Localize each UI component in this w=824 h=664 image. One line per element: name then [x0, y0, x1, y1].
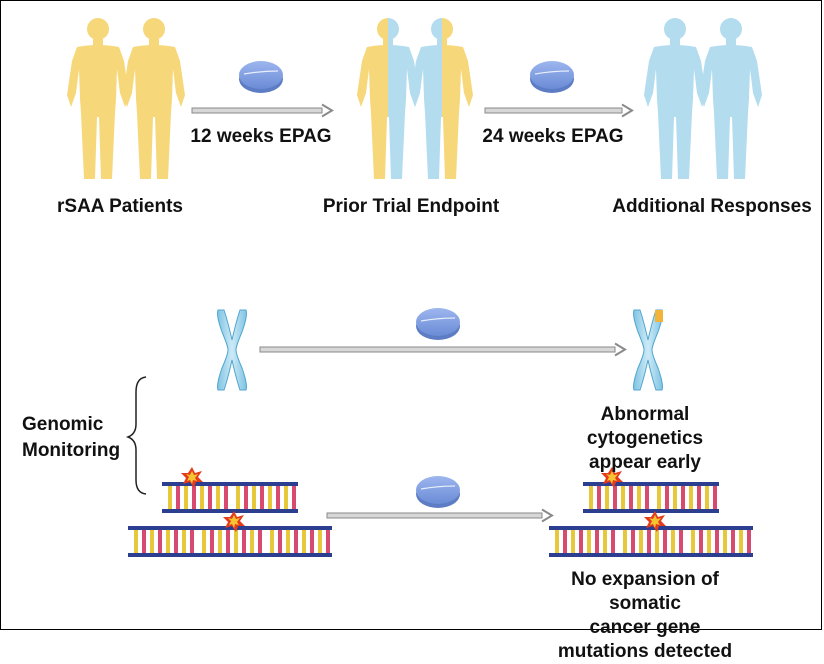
- dna-cluster-before: [128, 467, 332, 557]
- genomic-monitoring-label: Genomic Monitoring: [22, 414, 121, 461]
- abnormal-chromosome: [633, 309, 663, 391]
- stage-label-prior-trial-endpoint: Prior Trial Endpoint: [322, 196, 500, 217]
- arrow-label-24-weeks: 24 weeks EPAG: [482, 126, 624, 147]
- patients-group-mid: [357, 18, 473, 179]
- patients-group-start: [67, 18, 185, 179]
- patients-group-end: [644, 18, 762, 179]
- mutation-result-label: No expansion of somatic cancer gene muta…: [557, 569, 733, 662]
- arrow-24-weeks: [484, 103, 633, 118]
- arrow-cytogenetics: [259, 342, 626, 357]
- brace-icon: [125, 376, 147, 495]
- arrow-12-weeks: [191, 103, 333, 118]
- abnormal-band: [655, 310, 663, 322]
- arrow-mutations: [326, 508, 553, 523]
- arrow-label-12-weeks: 12 weeks EPAG: [190, 126, 332, 147]
- dna-cluster-after: [549, 467, 753, 557]
- cytogenetics-result-label: Abnormal cytogenetics appear early: [586, 404, 704, 473]
- diagram-canvas: [67, 18, 762, 557]
- stage-label-additional-responses: Additional Responses: [612, 196, 812, 217]
- stage-label-rsaa-patients: rSAA Patients: [57, 196, 183, 217]
